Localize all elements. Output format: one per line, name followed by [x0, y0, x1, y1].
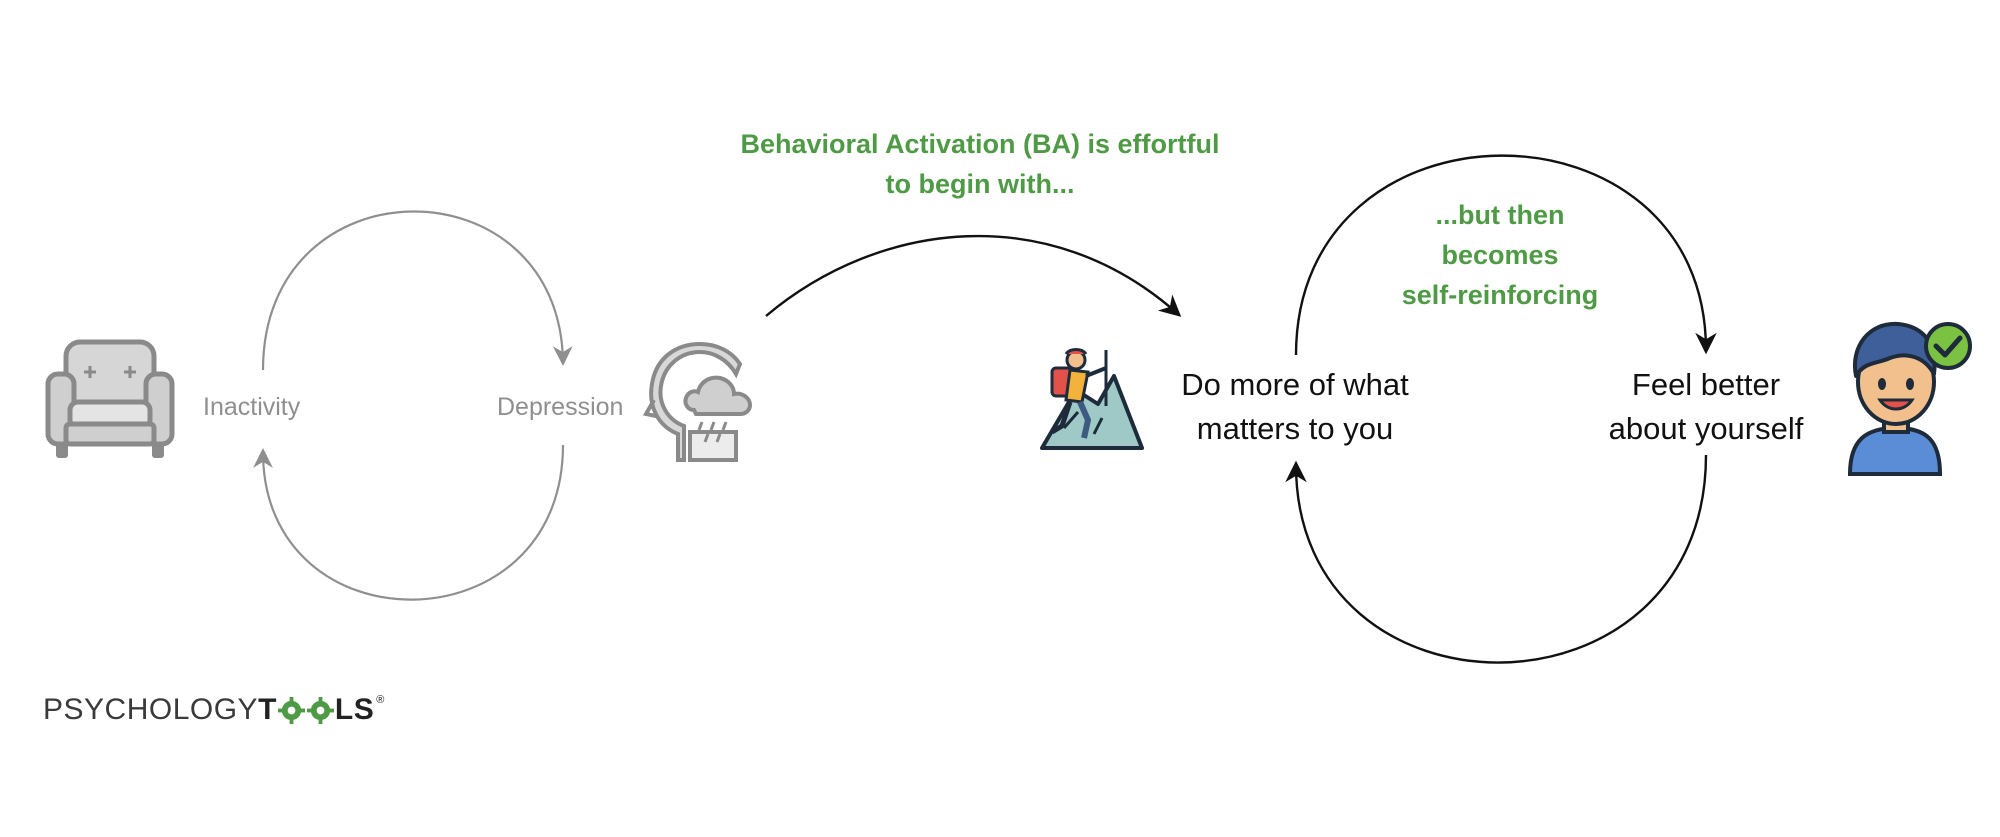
- logo-letters-ls: LS: [334, 693, 375, 726]
- psychology-tools-logo: PSYCHOLOGY T LS ®: [43, 693, 385, 727]
- effortful-caption-line1: Behavioral Activation (BA) is effortful: [740, 129, 1220, 159]
- self-reinforcing-caption: ...but then becomes self-reinforcing: [1380, 195, 1620, 315]
- happy-person-check-icon: [1847, 321, 1972, 476]
- depression-label: Depression: [497, 393, 624, 421]
- registered-mark: ®: [376, 694, 385, 706]
- inactivity-label: Inactivity: [203, 393, 301, 421]
- action-label-line1: Do more of what: [1181, 367, 1409, 402]
- mountain-climber-icon: [1040, 348, 1144, 450]
- arrow-depression-to-inactivity: [253, 444, 565, 601]
- gear-icon: [277, 696, 305, 724]
- effortful-caption-line2: to begin with...: [885, 169, 1075, 199]
- arrow-feel-better-to-action: [1285, 454, 1708, 664]
- logo-part-tools: T LS: [258, 693, 374, 727]
- head-raincloud-icon: [642, 341, 753, 462]
- arrow-action-to-feel-better: [1294, 154, 1717, 356]
- action-label-line2: matters to you: [1196, 411, 1394, 446]
- logo-part-psychology: PSYCHOLOGY: [43, 693, 259, 726]
- arrow-effortful-transition: [765, 234, 1182, 317]
- armchair-icon: [45, 339, 175, 458]
- action-label: Do more of what matters to you: [1160, 363, 1430, 451]
- self-reinforcing-line3: self-reinforcing: [1401, 280, 1599, 310]
- self-reinforcing-line1: ...but then: [1435, 200, 1565, 230]
- effortful-caption: Behavioral Activation (BA) is effortful …: [700, 124, 1260, 204]
- logo-letter-t: T: [258, 693, 277, 726]
- feel-better-line2: about yourself: [1608, 411, 1804, 446]
- gear-icon: [306, 696, 334, 724]
- self-reinforcing-line2: becomes: [1441, 240, 1559, 270]
- feel-better-label: Feel better about yourself: [1576, 363, 1836, 451]
- arrow-inactivity-to-depression: [261, 210, 573, 371]
- feel-better-line1: Feel better: [1631, 367, 1781, 402]
